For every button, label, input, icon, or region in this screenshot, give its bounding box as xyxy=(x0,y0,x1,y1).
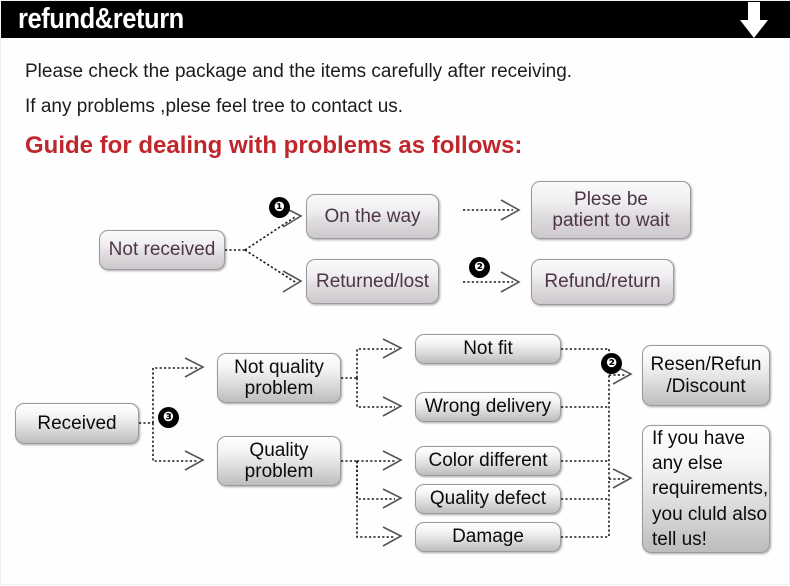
node-quality-problem-line1: Quality xyxy=(249,439,309,461)
node-resend-refund-discount[interactable]: Resen/Refun /Discount xyxy=(642,345,770,406)
node-not-fit[interactable]: Not fit xyxy=(415,334,561,364)
note-line-2: any else xyxy=(652,453,723,475)
node-please-be-patient[interactable]: Plese be patient to wait xyxy=(531,181,691,239)
node-please-be-patient-line1: Plese be xyxy=(574,188,648,210)
node-refund-return[interactable]: Refund/return xyxy=(531,259,674,305)
badge-2-flow1: ❷ xyxy=(469,257,490,278)
badge-2-flow2: ❷ xyxy=(601,353,622,374)
node-not-quality-problem-line1: Not quality xyxy=(234,356,324,378)
node-color-different[interactable]: Color different xyxy=(415,446,561,476)
note-line-4: you cluld also xyxy=(652,503,768,525)
down-arrow-icon xyxy=(740,2,768,38)
badge-1: ❶ xyxy=(269,197,290,218)
node-not-quality-problem[interactable]: Not quality problem xyxy=(217,353,341,403)
badge-3: ❸ xyxy=(158,407,179,428)
note-line-1: If you have xyxy=(652,428,745,450)
intro-line-1: Please check the package and the items c… xyxy=(25,61,573,82)
node-quality-problem[interactable]: Quality problem xyxy=(217,436,341,486)
node-quality-problem-line2: problem xyxy=(244,461,314,482)
node-on-the-way[interactable]: On the way xyxy=(306,194,439,239)
page-title: refund&return xyxy=(18,3,184,35)
guide-heading: Guide for dealing with problems as follo… xyxy=(25,132,523,159)
node-wrong-delivery[interactable]: Wrong delivery xyxy=(415,392,561,422)
node-not-received[interactable]: Not received xyxy=(99,230,225,270)
note-line-5: tell us! xyxy=(652,528,707,550)
node-not-quality-problem-line2: problem xyxy=(244,378,314,399)
node-returned-lost[interactable]: Returned/lost xyxy=(306,259,439,304)
note-line-3: requirements, xyxy=(652,478,769,500)
node-damage[interactable]: Damage xyxy=(415,522,561,552)
node-quality-defect[interactable]: Quality defect xyxy=(415,484,561,514)
node-please-be-patient-line2: patient to wait xyxy=(552,210,670,231)
intro-line-2: If any problems ,plese feel tree to cont… xyxy=(25,96,404,117)
header-bar: refund&return xyxy=(1,1,790,38)
node-extra-requirements-note[interactable]: If you have any else requirements, you c… xyxy=(642,425,770,553)
node-received[interactable]: Received xyxy=(15,403,139,444)
node-resend-refund-discount-line1: Resen/Refun xyxy=(650,354,762,376)
node-resend-refund-discount-line2: /Discount xyxy=(666,375,746,397)
